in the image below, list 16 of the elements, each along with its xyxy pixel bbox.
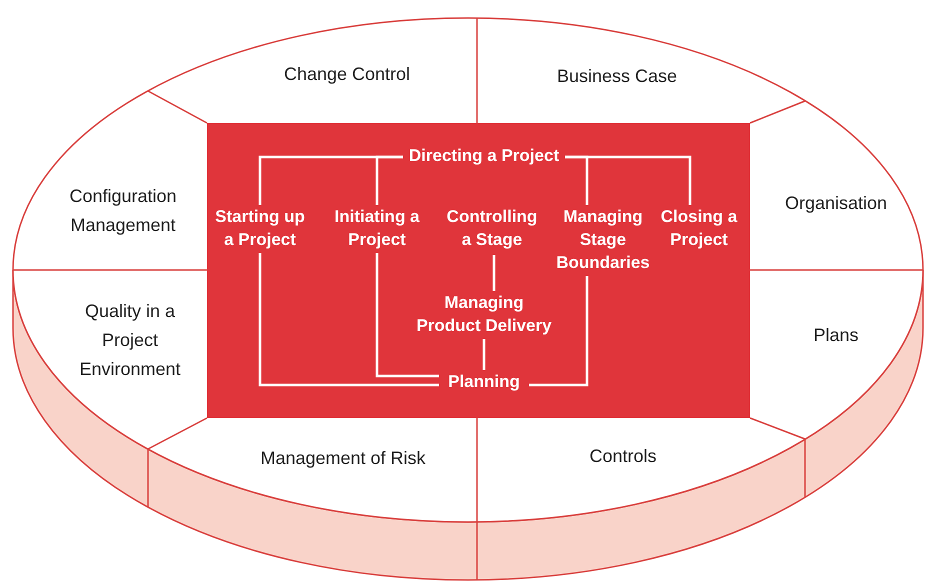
component-label: Management of Risk [243, 444, 443, 473]
component-label: Plans [776, 321, 896, 350]
component-label: Quality in a Project Environment [60, 297, 200, 384]
connector-line [529, 276, 588, 386]
connector-line [376, 253, 439, 378]
component-label: Business Case [527, 62, 707, 91]
connector-line [492, 255, 496, 291]
component-label: Organisation [766, 189, 906, 218]
connector-line [482, 339, 486, 370]
connector-line [563, 156, 692, 205]
connector-line [258, 253, 439, 386]
component-label: Controls [553, 442, 693, 471]
component-label: Change Control [257, 60, 437, 89]
connector-line [376, 156, 405, 205]
process-panel [207, 123, 750, 418]
component-label: Configuration Management [43, 182, 203, 240]
